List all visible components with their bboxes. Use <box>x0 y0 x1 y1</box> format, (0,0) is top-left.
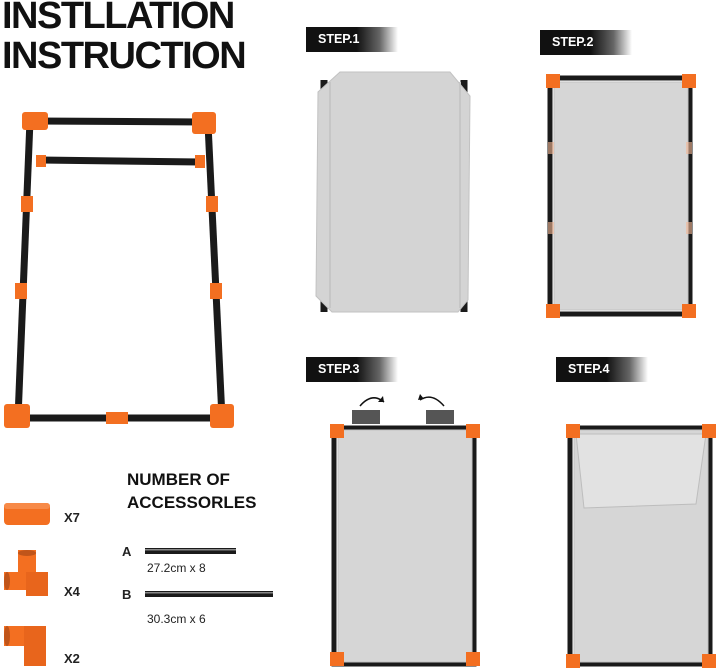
accessories-heading: NUMBER OF ACCESSORLES <box>127 468 256 514</box>
step-1-diagram <box>315 71 471 313</box>
step-2-diagram <box>546 74 696 318</box>
straight-connector-icon <box>4 503 50 525</box>
tube-a-icon <box>145 548 236 554</box>
step-3-diagram <box>330 394 480 667</box>
straight-connector-qty: X7 <box>64 510 80 525</box>
tube-b-size: 30.3cm x 6 <box>147 612 206 626</box>
accessories-heading-line-2: ACCESSORLES <box>127 493 257 512</box>
title-line-1: INSTLLATION <box>2 0 235 37</box>
tube-b-letter: B <box>122 587 132 602</box>
step-3-label: STEP.3 <box>306 357 398 382</box>
step-4-diagram <box>566 424 716 668</box>
tube-b-icon <box>145 591 273 597</box>
step-4-label: STEP.4 <box>556 357 648 382</box>
tube-a-size: 27.2cm x 8 <box>147 561 206 575</box>
three-way-connector-qty: X4 <box>64 584 80 599</box>
accessories-heading-line-1: NUMBER OF <box>127 470 230 489</box>
three-way-connector-icon <box>4 550 48 596</box>
elbow-connector-icon <box>4 626 46 666</box>
tube-a-letter: A <box>122 544 132 559</box>
step-1-label: STEP.1 <box>306 27 398 52</box>
frame-diagram <box>4 112 234 428</box>
step-2-label: STEP.2 <box>540 30 632 55</box>
page-title: INSTLLATION INSTRUCTION <box>2 0 247 77</box>
elbow-connector-qty: X2 <box>64 651 80 666</box>
title-line-2: INSTRUCTION <box>2 35 247 77</box>
